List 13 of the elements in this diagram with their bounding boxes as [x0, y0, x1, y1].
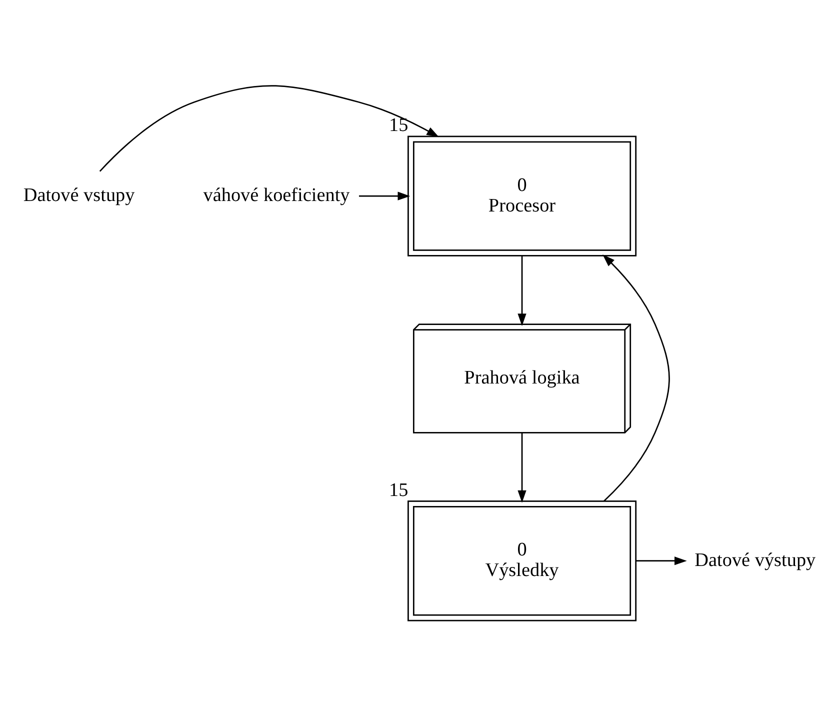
node-box: 0 Procesor [408, 136, 637, 256]
node-label: 15 [388, 480, 408, 501]
arrow [636, 556, 687, 566]
node-label: 15 [388, 115, 408, 136]
arrow [359, 192, 410, 200]
node-box: 0 Výsledky [408, 500, 637, 622]
arrow [602, 254, 670, 502]
arrow [99, 85, 440, 172]
node-text: Datové vstupy [23, 185, 135, 206]
arrow [518, 256, 526, 326]
node-text: Datové výstupy [694, 550, 816, 571]
arrow [518, 432, 526, 503]
node-text: váhové koeficienty [203, 185, 350, 206]
